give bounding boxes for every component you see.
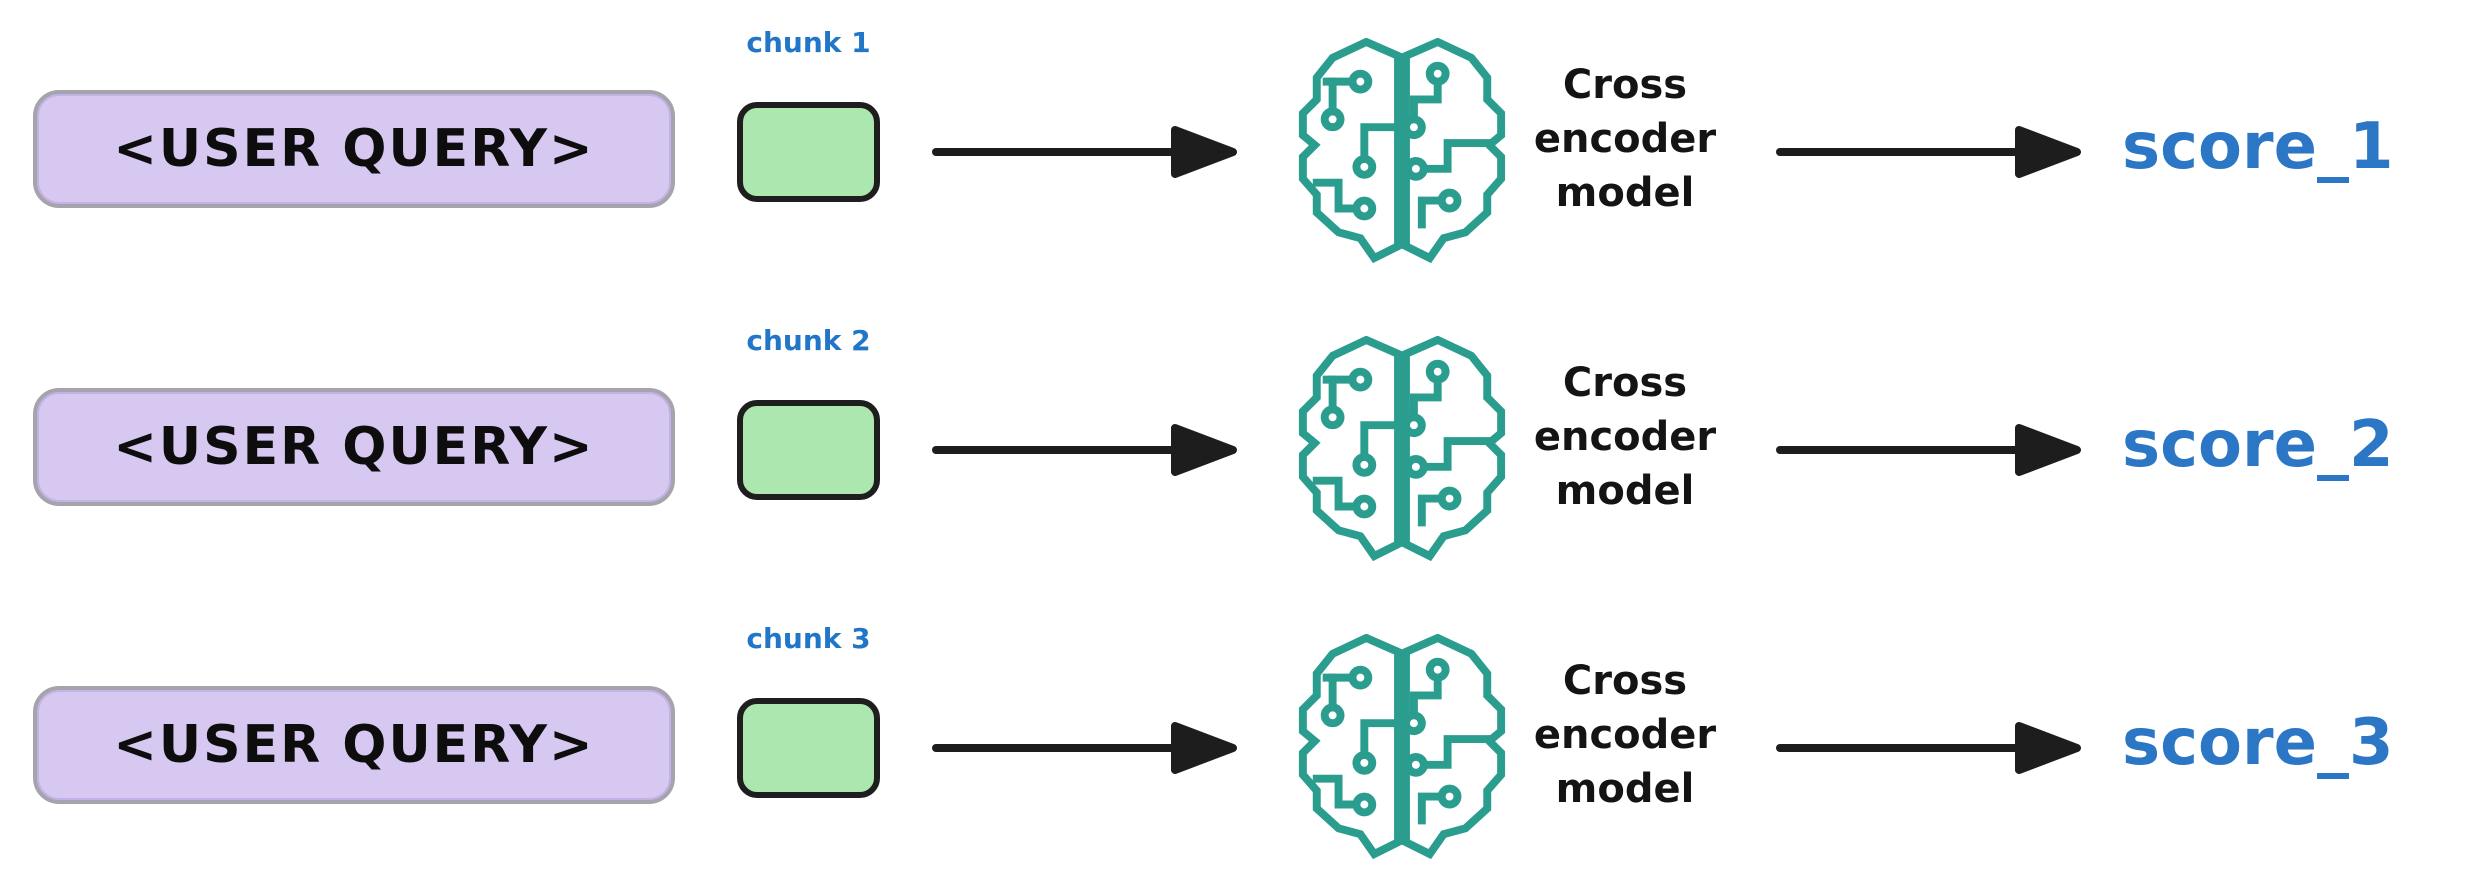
cross-encoder-model-label: Cross encoder model [1533,658,1717,812]
right-arrow-icon [930,120,1240,184]
user-query-label: <USER QUERY> [113,119,595,179]
right-arrow-icon [930,418,1240,482]
brain-circuit-icon [1297,336,1507,562]
chunk-box [737,102,880,202]
chunk-label: chunk 2 [746,324,871,357]
chunk-box [737,698,880,798]
user-query-label: <USER QUERY> [113,417,595,477]
right-arrow-icon [930,716,1240,780]
diagram-row: <USER QUERY> chunk 3 Cross encoder model… [0,598,2487,882]
user-query-label: <USER QUERY> [113,715,595,775]
chunk-box [737,400,880,500]
chunk-label: chunk 3 [746,622,871,655]
cross-encoder-model-label: Cross encoder model [1533,360,1717,514]
right-arrow-icon [1774,716,2084,780]
user-query-box: <USER QUERY> [33,90,675,208]
right-arrow-icon [1774,120,2084,184]
cross-encoder-model-label: Cross encoder model [1533,62,1717,216]
score-label: score_1 [2122,110,2394,184]
brain-circuit-icon [1297,38,1507,264]
right-arrow-icon [1774,418,2084,482]
chunk-label: chunk 1 [746,26,871,59]
brain-circuit-icon [1297,634,1507,860]
score-label: score_2 [2122,408,2394,482]
user-query-box: <USER QUERY> [33,686,675,804]
score-label: score_3 [2122,706,2394,780]
diagram-row: <USER QUERY> chunk 2 Cross encoder model… [0,300,2487,594]
user-query-box: <USER QUERY> [33,388,675,506]
diagram-row: <USER QUERY> chunk 1 Cross encoder model… [0,2,2487,296]
